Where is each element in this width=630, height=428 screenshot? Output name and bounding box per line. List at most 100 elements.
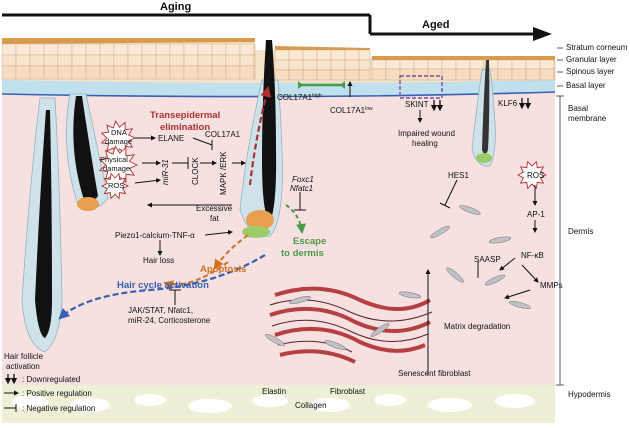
epidermal-cell — [155, 65, 171, 80]
skint-highlight-box — [399, 75, 443, 99]
epidermal-cell — [344, 59, 360, 71]
epidermal-cell — [71, 54, 87, 67]
fibroblasts — [265, 205, 531, 350]
epidermal-cell — [553, 68, 556, 81]
epidermal-cell — [469, 59, 485, 70]
ros-left-label: ROS — [108, 181, 124, 190]
legend-downregulated-label: : Downregulated — [22, 375, 80, 384]
hair-follicle-activation-label-2: activation — [6, 362, 40, 371]
epidermal-cell — [316, 49, 332, 61]
ros-right-label: ROS — [527, 171, 544, 180]
col17a1-label: COL17A1 — [205, 130, 241, 139]
epidermal-cell — [85, 54, 101, 67]
epidermal-cell — [413, 68, 429, 81]
col17a1-high-label: COL17A1high — [277, 93, 322, 102]
epidermal-cell — [127, 65, 143, 80]
epidermal-cell — [371, 68, 387, 81]
clock-label: CLOCK — [191, 157, 200, 185]
epidermal-cell — [427, 68, 443, 81]
ros-left-burst — [100, 172, 130, 200]
epidermal-cell — [1, 43, 17, 56]
epidermal-cell — [169, 43, 185, 56]
epidermal-cell — [358, 69, 371, 81]
epidermal-cell — [302, 59, 318, 71]
epidermal-cell — [511, 59, 527, 70]
jak-stat-label-1: JAK/STAT, Nfatc1, — [128, 306, 193, 315]
epidermal-cell — [358, 49, 371, 61]
epidermal-cell — [302, 69, 318, 81]
epidermal-cell — [127, 43, 143, 56]
epidermal-cell — [183, 54, 199, 67]
epidermal-cell — [330, 59, 346, 71]
fibroblast-cell — [265, 333, 285, 347]
mmps-label: MMPs — [540, 281, 563, 290]
nfatc1-label: Nfatc1 — [290, 184, 313, 193]
epidermal-cell — [239, 54, 255, 67]
epidermal-cell — [413, 59, 429, 70]
transepidermal-label-2: elimination — [160, 122, 210, 133]
epidermal-cell — [113, 65, 129, 80]
epidermal-cell — [239, 43, 255, 56]
epidermal-cell — [211, 43, 227, 56]
epidermal-cell — [288, 69, 304, 81]
epidermal-cell — [211, 54, 227, 67]
apoptosis-arrow-2 — [213, 234, 249, 270]
epidermal-cell — [302, 49, 318, 61]
hair-cycle-label: Hair cycle activation — [117, 280, 209, 291]
epidermal-cell — [43, 43, 59, 56]
escape-to-dermis-arrow — [285, 204, 307, 234]
fibroblast-cell — [509, 301, 531, 309]
mapk-erk-label: MAPK /ERK — [219, 151, 228, 195]
fibroblast-cell — [289, 296, 311, 304]
epidermal-cell — [183, 43, 199, 56]
basal-membrane-label-1: Basal — [568, 104, 588, 113]
klf6-label: KLF6 — [498, 99, 518, 108]
epidermal-cell — [274, 69, 290, 81]
epidermal-cell — [15, 65, 31, 80]
epidermal-cell — [455, 59, 471, 70]
epidermal-cell — [441, 68, 457, 81]
epidermal-cell — [57, 43, 73, 56]
mir31-label: miR-31 — [161, 159, 170, 185]
excessive-fat-label-2: fat — [210, 214, 220, 223]
epidermal-cell — [15, 43, 31, 56]
epidermal-cell — [239, 65, 255, 80]
ros-right-burst — [517, 160, 547, 190]
epidermal-cell — [141, 54, 157, 67]
fibroblast-cell — [370, 323, 390, 337]
epidermal-cell — [497, 59, 513, 70]
transepidermal-elimination-arrow — [248, 85, 272, 186]
epidermal-cell — [525, 68, 541, 81]
epidermal-cell — [330, 69, 346, 81]
epidermal-cell — [399, 59, 415, 70]
hair-cycle-activation-arrow — [58, 254, 266, 320]
jak-stat-label-2: miR-24, Corticosterone — [128, 316, 211, 325]
apoptosis-label: Apoptosis — [200, 264, 246, 275]
epidermal-cell — [141, 43, 157, 56]
epidermal-cell — [169, 54, 185, 67]
basal-layer-label: Basal layer — [566, 81, 606, 90]
epidermal-cell — [1, 54, 17, 67]
nfkb-label: NF-κB — [521, 251, 544, 260]
epidermal-cell — [539, 68, 555, 81]
epidermal-cell — [225, 65, 241, 80]
physical-damage-label-1: Physical — [100, 155, 128, 164]
fibroblast-cell — [430, 225, 450, 239]
epidermal-cell — [29, 54, 45, 67]
matrix-degradation-label: Matrix degradation — [444, 322, 510, 331]
epidermal-cell — [253, 43, 256, 56]
epidermal-cell — [29, 43, 45, 56]
layer-brackets — [556, 47, 564, 386]
downregulated-markers — [430, 98, 532, 112]
granular-layer-label: Granular layer — [566, 55, 617, 64]
epidermal-cell — [197, 43, 213, 56]
epidermal-cell — [211, 65, 227, 80]
aging-timeline: Aging Aged — [2, 1, 552, 41]
stratum-corneum-label: Stratum corneum — [566, 43, 628, 52]
epidermal-cell — [427, 59, 443, 70]
fibroblast-cell — [446, 267, 464, 283]
hair-follicle-right — [471, 60, 496, 167]
epidermal-cell — [441, 59, 457, 70]
fibroblast-label: Fibroblast — [330, 387, 366, 396]
piezo-label: Piezo1-calcium-TNF-α — [115, 231, 195, 240]
